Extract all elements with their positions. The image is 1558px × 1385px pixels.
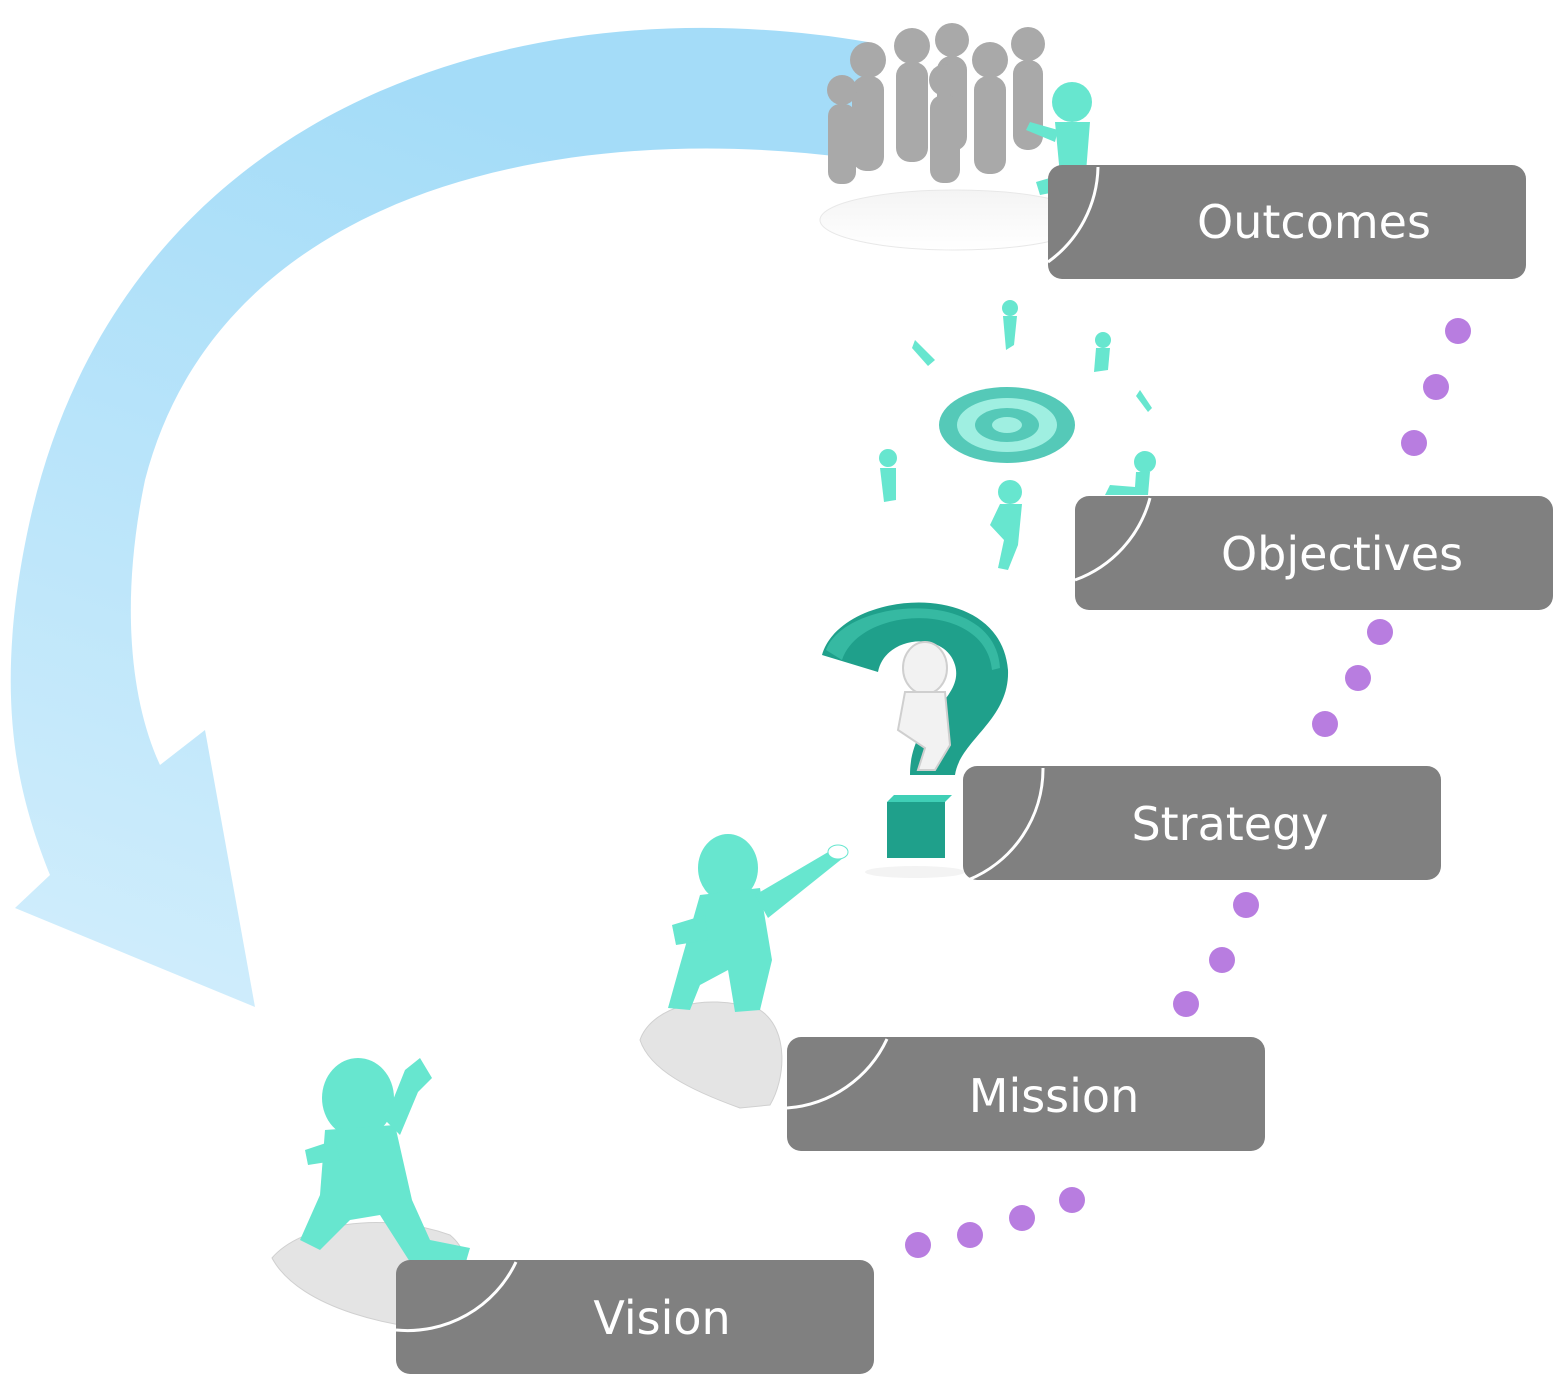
- step-label-objectives: Objectives: [1221, 527, 1463, 581]
- dotted-connector-mission-strategy: [1173, 892, 1259, 1017]
- step-label-mission: Mission: [969, 1069, 1139, 1123]
- step-box-vision: Vision: [395, 1260, 874, 1374]
- step-box-mission: Mission: [786, 1037, 1265, 1151]
- crowd-podium-icon: [819, 23, 1092, 251]
- dotted-connector-objectives-outcomes: [1401, 318, 1471, 456]
- pointing-figure-icon: [639, 834, 849, 1109]
- curved-return-arrow-icon: [10, 27, 869, 1007]
- step-label-outcomes: Outcomes: [1197, 195, 1431, 249]
- step-box-strategy: Strategy: [963, 766, 1441, 882]
- target-runners-icon: [879, 300, 1156, 570]
- step-label-strategy: Strategy: [1131, 797, 1328, 851]
- dotted-connector-strategy-objectives: [1312, 619, 1393, 737]
- step-label-vision: Vision: [593, 1291, 730, 1345]
- step-box-outcomes: Outcomes: [1047, 165, 1526, 279]
- step-box-objectives: Objectives: [1074, 496, 1553, 610]
- dotted-connector-vision-mission: [905, 1187, 1085, 1258]
- thinker-question-mark-icon: [822, 602, 1009, 878]
